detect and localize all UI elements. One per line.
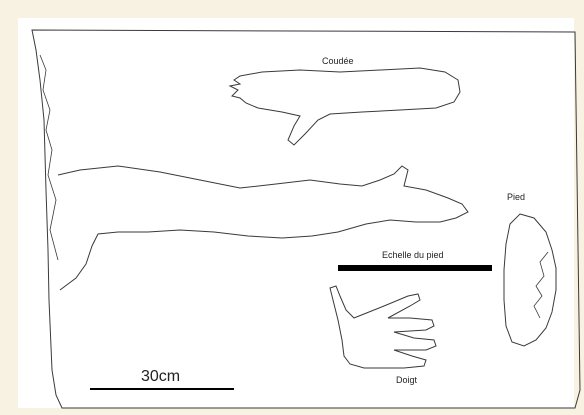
coudee-outline	[230, 68, 460, 145]
label-coudee: Coudée	[322, 56, 354, 66]
arm-outline	[58, 166, 468, 290]
slab-broken-edge	[40, 55, 58, 260]
pied-fracture	[534, 252, 548, 318]
slab-outline	[32, 30, 580, 408]
pied-outline	[504, 214, 556, 346]
label-scale: 30cm	[141, 368, 180, 386]
label-pied: Pied	[507, 192, 525, 202]
label-echelle: Echelle du pied	[382, 250, 444, 260]
label-doigt: Doigt	[396, 375, 417, 385]
echelle-bar	[338, 265, 492, 271]
doigt-outline	[330, 286, 436, 368]
